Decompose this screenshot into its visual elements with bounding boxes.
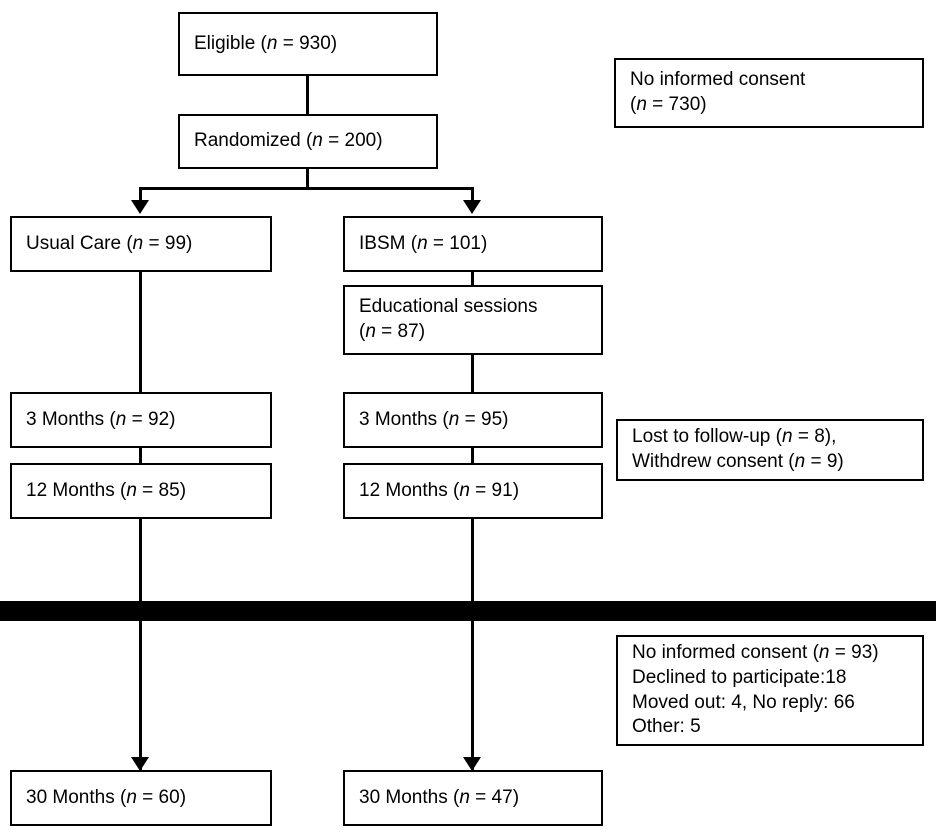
box-randomized-label: Randomized (n = 200) xyxy=(194,130,383,152)
connector-usual-care-3months xyxy=(139,272,142,393)
box-ibsm-12-months-label: 12 Months (n = 91) xyxy=(359,479,520,501)
connector-randomized-stem xyxy=(306,169,309,189)
box-educational-sessions-label: Educational sessions (n = 87) xyxy=(359,296,538,342)
connector-randomized-crossbar xyxy=(139,187,474,190)
connector-ibsm-educational xyxy=(471,272,474,286)
box-no-informed-consent-top-label: No informed consent (n = 730) xyxy=(630,69,806,115)
box-usual-care-30-months-label: 30 Months (n = 60) xyxy=(26,786,187,808)
connector-branch-right-drop xyxy=(471,187,474,205)
connector-uc-3to12-months xyxy=(139,448,142,464)
box-lost-to-follow-up: Lost to follow-up (n = 8), Withdrew cons… xyxy=(616,419,924,481)
box-usual-care-12-months-label: 12 Months (n = 85) xyxy=(26,479,187,501)
box-educational-sessions: Educational sessions (n = 87) xyxy=(343,285,603,355)
arrowhead-to-ibsm xyxy=(463,200,481,214)
box-usual-care-12-months: 12 Months (n = 85) xyxy=(10,463,272,519)
connector-ibsm-12to30-months xyxy=(471,519,474,771)
box-ibsm-3-months: 3 Months (n = 95) xyxy=(343,392,603,448)
box-usual-care-3-months-label: 3 Months (n = 92) xyxy=(26,408,176,430)
box-no-informed-consent-top: No informed consent (n = 730) xyxy=(614,58,924,128)
box-ibsm-12-months: 12 Months (n = 91) xyxy=(343,463,603,519)
box-ibsm: IBSM (n = 101) xyxy=(343,216,603,272)
connector-educational-3months xyxy=(471,355,474,393)
box-no-informed-consent-bottom-label: No informed consent (n = 93) Declined to… xyxy=(632,642,879,738)
box-usual-care: Usual Care (n = 99) xyxy=(10,216,272,272)
box-ibsm-3-months-label: 3 Months (n = 95) xyxy=(359,408,509,430)
connector-uc-12to30-months xyxy=(139,519,142,771)
connector-eligible-randomized xyxy=(306,76,309,115)
box-lost-to-follow-up-label: Lost to follow-up (n = 8), Withdrew cons… xyxy=(632,426,844,472)
connector-ibsm-3to12-months xyxy=(471,448,474,464)
box-ibsm-label: IBSM (n = 101) xyxy=(359,232,488,254)
section-divider-band xyxy=(0,601,936,621)
box-usual-care-30-months: 30 Months (n = 60) xyxy=(10,770,272,826)
box-randomized: Randomized (n = 200) xyxy=(178,114,438,169)
arrowhead-to-ibsm-30-months xyxy=(463,757,481,771)
box-eligible: Eligible (n = 930) xyxy=(178,12,438,76)
box-ibsm-30-months: 30 Months (n = 47) xyxy=(343,770,603,826)
box-eligible-label: Eligible (n = 930) xyxy=(194,32,338,54)
box-ibsm-30-months-label: 30 Months (n = 47) xyxy=(359,786,520,808)
box-usual-care-label: Usual Care (n = 99) xyxy=(26,232,193,254)
arrowhead-to-usual-care xyxy=(131,200,149,214)
box-no-informed-consent-bottom: No informed consent (n = 93) Declined to… xyxy=(616,635,924,746)
box-usual-care-3-months: 3 Months (n = 92) xyxy=(10,392,272,448)
connector-branch-left-drop xyxy=(139,187,142,205)
arrowhead-to-usual-care-30-months xyxy=(131,757,149,771)
